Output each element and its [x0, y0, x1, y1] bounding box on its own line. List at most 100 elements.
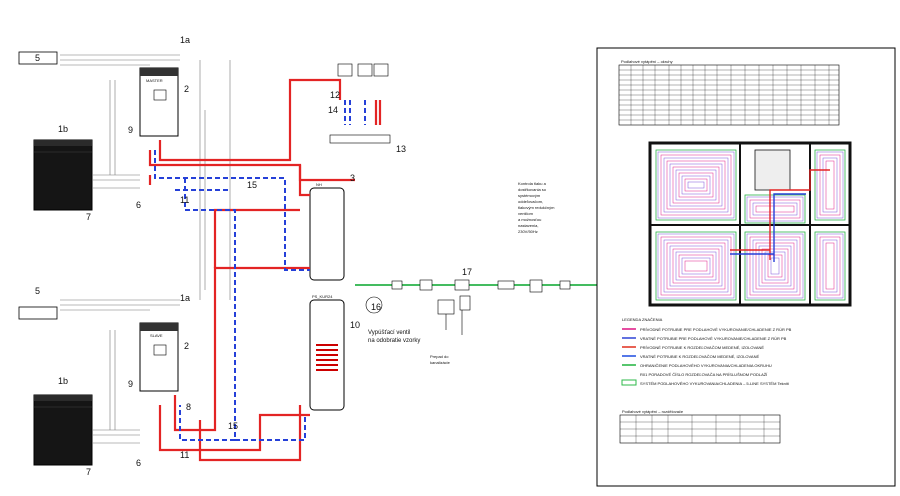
annotation-drain-l2: kanalizácie	[430, 360, 451, 365]
legend-item-label: R01 PORADOVÉ ČÍSLO ROZDEĽOVAČA NA PRÍSLU…	[640, 372, 768, 377]
callout-10: 10	[350, 320, 360, 330]
heating-loop	[657, 151, 735, 219]
callout-11-top: 11	[180, 195, 189, 205]
outdoor-unit-bottom	[33, 394, 93, 466]
tank-dhw: PS_KUR24	[309, 294, 345, 411]
callout-1a-top: 1a	[180, 35, 190, 45]
table-bottom: Podlahové vytápění – rozdělovače	[619, 409, 781, 444]
table-top-title: Podlahové vytápění – okruhy	[621, 59, 673, 64]
heating-loop	[672, 248, 720, 284]
heating-loop	[822, 239, 838, 293]
heating-loop	[752, 202, 798, 216]
annotation-valve-l2: na odobratie vzorky	[368, 338, 420, 344]
heating-loop	[675, 251, 717, 281]
heating-loop	[669, 163, 723, 207]
annotation-drain-l1: Prepad do	[430, 354, 449, 359]
legend-item-label: PRÍVODNÉ POTRUBIE K ROZDEĽOVAČOM MEDENÉ,…	[640, 345, 764, 350]
heating-loop	[770, 257, 780, 275]
heating-loop	[752, 239, 798, 293]
heating-loop	[684, 178, 708, 192]
floor-plan	[648, 141, 852, 307]
heating-loop	[672, 166, 720, 204]
heating-loop	[684, 260, 708, 272]
callout-8: 8	[186, 402, 191, 412]
heating-loop	[819, 154, 841, 216]
heating-loop	[660, 236, 732, 296]
legend-item-label: SYSTÉM PODLAHOVÉHO VYKUROVANIA/CHLADENIA…	[640, 381, 789, 386]
callout-15-top: 15	[247, 180, 257, 190]
annotations: Kontrola tlaku a dostřkovania so systémo…	[368, 181, 556, 365]
heating-zone-outline	[655, 231, 737, 301]
callout-9-top: 9	[128, 125, 133, 135]
callout-6-bottom: 6	[136, 458, 141, 468]
heating-zone-outline	[814, 231, 846, 301]
tank-bottom-label: PS_KUR24	[312, 294, 333, 299]
legend: LEGENDA ZNAČENIA PRÍVODNÉ POTRUBIE PRE P…	[621, 317, 792, 386]
heating-loop	[816, 233, 844, 299]
callout-1b-bottom: 1b	[58, 376, 68, 386]
annotation-valve-l1: Vypúšťací ventil	[368, 330, 410, 336]
heating-loop	[749, 236, 801, 296]
heating-loop	[663, 239, 729, 293]
heating-loop	[825, 242, 835, 290]
heating-loop	[758, 245, 792, 287]
heating-loop	[761, 248, 789, 284]
label-boxes	[18, 51, 58, 320]
annotation-pressure-l1: Kontrola tlaku a	[518, 181, 547, 186]
wiring	[60, 54, 231, 444]
heating-loop	[687, 181, 705, 189]
heating-loop	[666, 242, 726, 290]
callout-9-bottom: 9	[128, 379, 133, 389]
annotation-drain-valve: Vypúšťací ventil na odobratie vzorky	[368, 330, 420, 344]
heating-loop	[825, 160, 835, 210]
annotation-pressure-l6: ventilom	[518, 211, 534, 216]
legend-item-label: PRÍVODNÉ POTRUBIE PRE PODLAHOVÉ VYKUROVA…	[640, 327, 792, 332]
table-bottom-title: Podlahové vytápění – rozdělovače	[622, 409, 684, 414]
heating-loop	[816, 151, 844, 219]
tank-buffer: NH	[309, 182, 345, 281]
annotation-pressure-l8: nastavenia,	[518, 223, 538, 228]
return-pipes	[154, 100, 366, 441]
heating-loop	[755, 205, 795, 213]
heating-loop	[749, 199, 801, 219]
callout-16: 16	[371, 302, 381, 312]
heating-loop	[657, 233, 735, 299]
callout-17: 17	[462, 267, 472, 277]
indoor-unit-slave: SLAVE	[139, 322, 179, 392]
supply-pipes	[148, 78, 382, 462]
callout-1a-bottom: 1a	[180, 293, 190, 303]
annotation-pressure-l2: dostřkovania so	[518, 187, 547, 192]
annotation-overflow: Prepad do kanalizácie	[430, 354, 451, 365]
slave-label: SLAVE	[150, 333, 163, 338]
legend-item-label: OHRANIČENIE PODLAHOVÉHO VYKUROVANIA/CHLA…	[640, 363, 772, 368]
annotation-pressure: Kontrola tlaku a dostřkovania so systémo…	[518, 181, 556, 234]
heating-zone-outline	[655, 149, 737, 221]
callout-5-bottom: 5	[35, 286, 40, 296]
heating-loop	[675, 169, 717, 201]
master-label: MASTER	[146, 78, 163, 83]
callout-6-top: 6	[136, 200, 141, 210]
heating-loop	[822, 157, 838, 213]
callout-circles	[365, 296, 383, 314]
heating-loop	[660, 154, 732, 216]
heating-zone-outline	[744, 194, 806, 224]
callout-13: 13	[396, 144, 406, 154]
heating-loop	[767, 254, 783, 278]
table-top: Podlahové vytápění – okruhy	[618, 59, 840, 126]
annotation-pressure-l7: a možnosťou	[518, 217, 541, 222]
callout-1b-top: 1b	[58, 124, 68, 134]
callout-3: 3	[350, 173, 355, 183]
heating-zone-outline	[744, 231, 806, 301]
legend-title: LEGENDA ZNAČENIA	[622, 317, 663, 322]
distributors	[329, 63, 391, 144]
legend-item-label: VRATNÉ POTRUBIE PRE PODLAHOVÉ VYKUROVANI…	[640, 336, 787, 341]
callout-12: 12	[330, 90, 340, 100]
annotation-pressure-l3: systémovým	[518, 193, 541, 198]
heating-loop	[764, 251, 786, 281]
outdoor-unit-top	[33, 139, 93, 211]
legend-item-label: VRATNÉ POTRUBIE K ROZDEĽOVAČOM MEDENÉ, I…	[640, 354, 759, 359]
right-drawing: Podlahové vytápění – okruhy LEGENDA ZNAČ…	[596, 47, 896, 487]
heating-loop	[746, 196, 804, 222]
